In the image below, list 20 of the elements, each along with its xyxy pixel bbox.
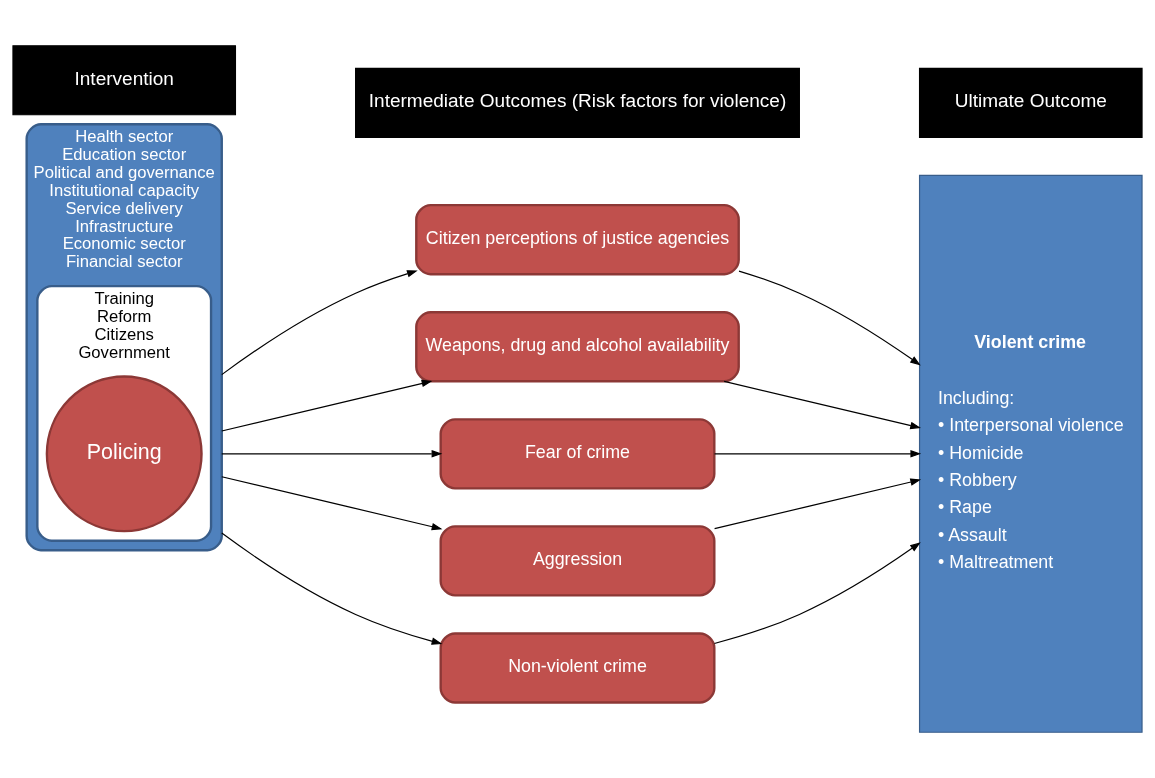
node-box: Weapons, drug and alcohol availability — [415, 311, 740, 383]
arrow — [221, 532, 443, 645]
node-box: Fear of crime — [439, 418, 716, 490]
node-box: Aggression — [439, 525, 716, 597]
node-box: Violent crime Including: • Interpersonal violence • Homicide • Robbery • Rape • Assault • Maltreatment — [918, 174, 1143, 733]
arrow — [221, 476, 443, 531]
node-box: Citizen perceptions of justice agencies — [415, 204, 740, 276]
node-box: Non-violent crime — [439, 632, 716, 704]
arrow — [738, 270, 921, 366]
arrow — [221, 379, 433, 432]
arrow — [221, 270, 418, 376]
arrow — [221, 450, 443, 458]
node-box: Intermediate Outcomes (Risk factors for violence) — [355, 67, 800, 138]
arrow — [714, 478, 922, 530]
arrow — [713, 542, 921, 645]
node-circle: Policing — [45, 375, 203, 533]
arrow — [723, 380, 921, 430]
arrow — [714, 450, 922, 458]
node-box: Intervention — [12, 45, 237, 116]
node-box: Ultimate Outcome — [918, 67, 1143, 138]
